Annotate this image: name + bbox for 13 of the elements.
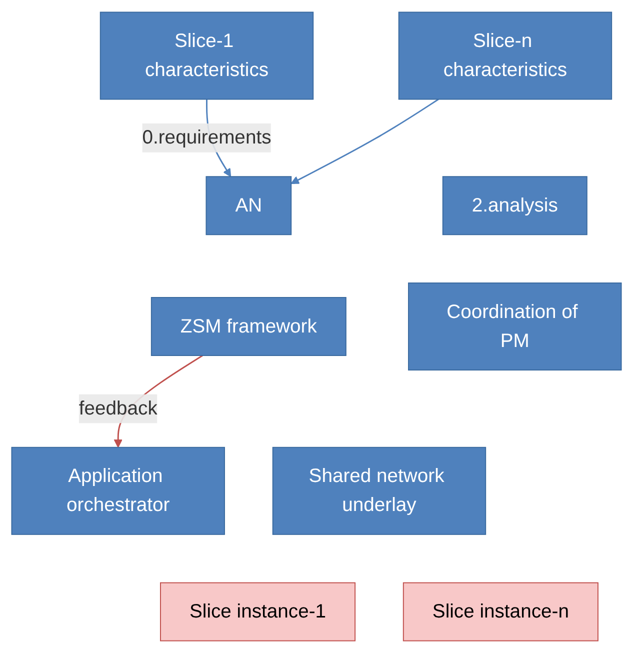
arrow (290, 98, 439, 184)
node-box: Slice instance-n (402, 582, 598, 642)
node-box: ZSM framework (150, 297, 346, 356)
node-box: 2.analysis (442, 176, 588, 236)
node-box: Slice-n characteristics (398, 12, 612, 100)
node-box: AN (206, 176, 292, 236)
node-box: Application orchestrator (11, 446, 225, 535)
node-box: Coordination of PM (408, 282, 622, 370)
node-box: Shared network underlay (272, 446, 486, 535)
node-box: Slice instance-1 (160, 582, 356, 642)
edge-label: 0.requirements (142, 127, 272, 149)
edge-label: feedback (78, 398, 158, 420)
node-box: Slice-1 characteristics (100, 12, 314, 100)
